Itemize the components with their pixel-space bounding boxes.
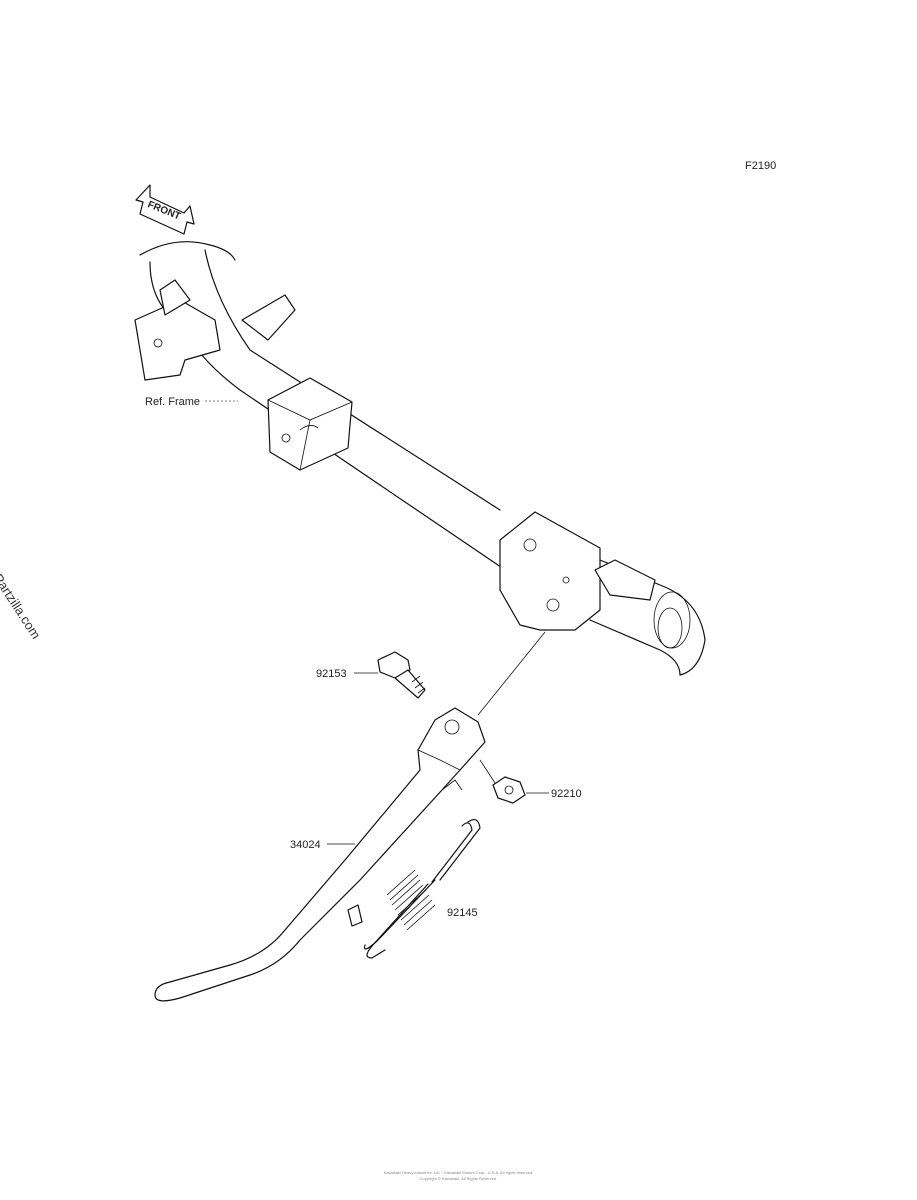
ref-frame-label: Ref. Frame: [145, 396, 200, 408]
bolt-92153: [377, 651, 426, 699]
nut-label: 92210: [551, 788, 582, 800]
front-arrow-icon: FRONT: [135, 184, 195, 235]
footer-line-1: Kawasaki Heavy Industries, Ltd. · Kawasa…: [383, 1170, 534, 1175]
stand-label: 34024: [290, 839, 321, 851]
bolt-label: 92153: [316, 668, 347, 680]
spring-92145: [363, 818, 481, 959]
stand-mount-bracket: [499, 511, 656, 631]
diagram-code: F2190: [745, 160, 777, 172]
upper-bracket: [134, 279, 296, 381]
footer-line-2: Copyright © Kawasaki. All Rights Reserve…: [419, 1176, 498, 1181]
side-stand-34024: [154, 707, 486, 1002]
middle-bracket: [267, 377, 353, 471]
nut-92210: [492, 776, 526, 804]
frame-tube: [139, 241, 706, 676]
spring-label: 92145: [447, 907, 478, 919]
